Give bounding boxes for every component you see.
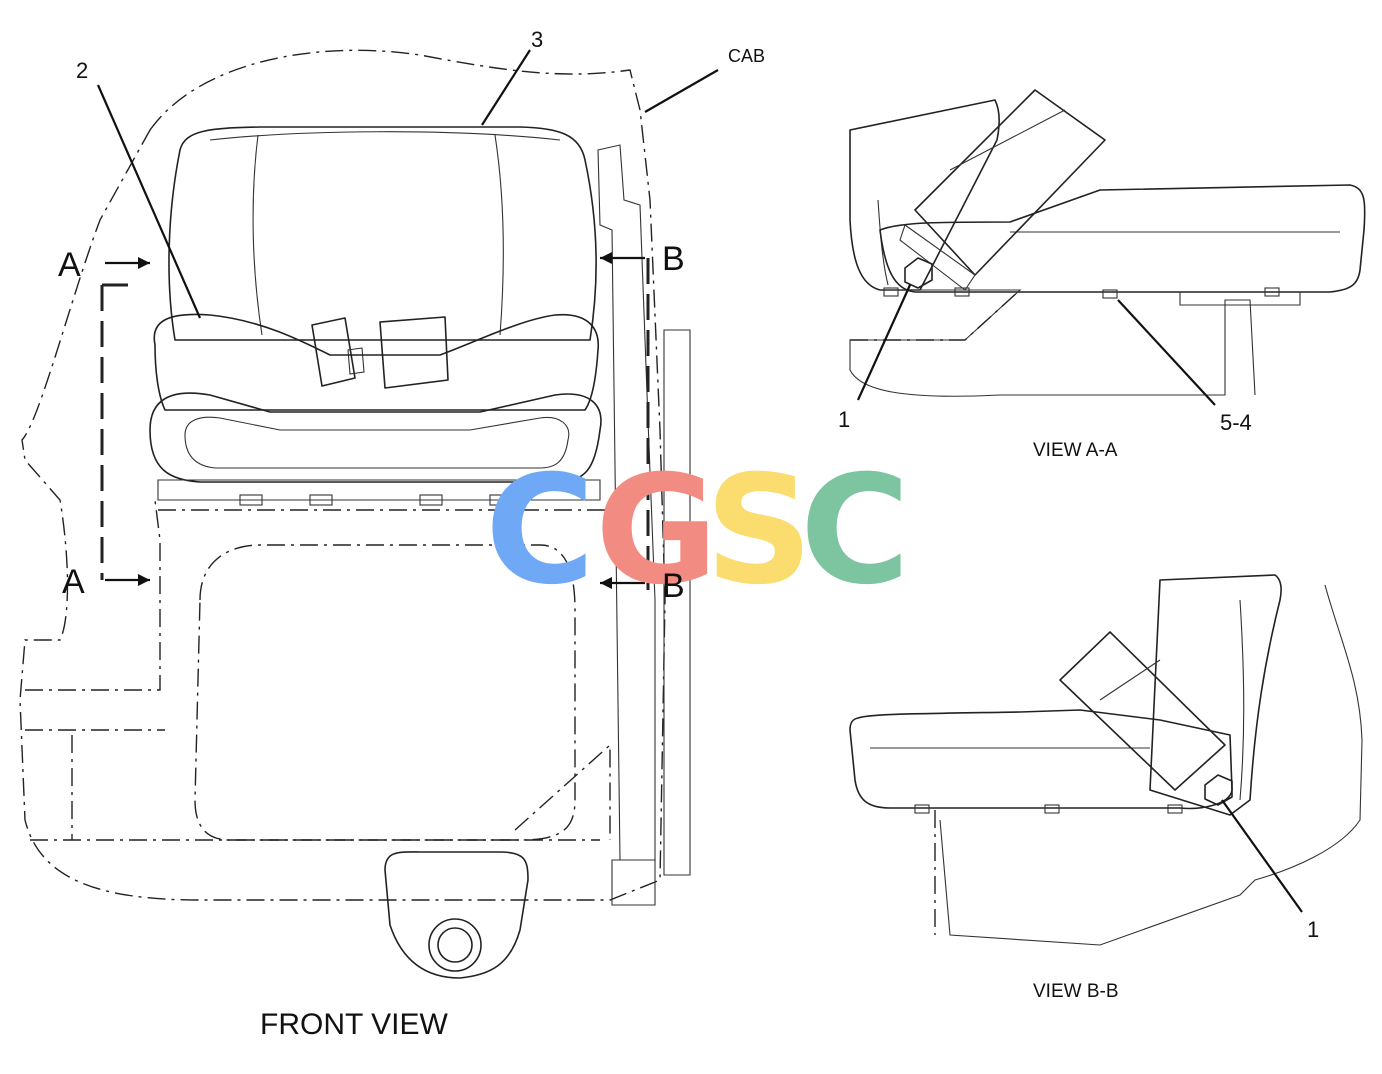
watermark-letter-1: C xyxy=(485,444,595,618)
watermark-letter-2: G xyxy=(595,444,718,618)
seat-back-top-seam xyxy=(209,131,561,141)
bb-mount-bolts xyxy=(914,804,1183,814)
cab-panel-strip xyxy=(663,329,691,876)
leader-cab xyxy=(644,69,719,113)
callout-3: 3 xyxy=(531,27,543,52)
belt-latch xyxy=(347,347,365,375)
front-view-title: FRONT VIEW xyxy=(260,1008,448,1041)
cab-label: CAB xyxy=(728,46,765,66)
mount-bolts-front xyxy=(239,494,513,506)
aa-bolt-1 xyxy=(904,257,933,289)
bb-belt xyxy=(1059,631,1226,791)
platform-brace xyxy=(514,743,611,840)
aa-seat-cushion xyxy=(879,184,1366,293)
leader-2 xyxy=(96,84,202,319)
aa-mount-bolts xyxy=(883,287,1280,299)
aa-base xyxy=(849,289,1256,397)
cab-post xyxy=(597,144,656,861)
cab-bracket xyxy=(611,859,656,906)
belt-buckle-left xyxy=(311,317,356,387)
seat-cushion-front xyxy=(149,392,602,483)
leader-5-4 xyxy=(1117,299,1216,406)
bb-seat-cushion xyxy=(849,709,1233,810)
view-aa xyxy=(849,89,1366,406)
front-view xyxy=(19,49,719,979)
callout-1-view-aa: 1 xyxy=(838,407,850,432)
section-b-label-bottom: B xyxy=(662,567,685,605)
callout-5-4: 5-4 xyxy=(1220,410,1252,435)
seat-base xyxy=(157,479,601,501)
seat-cushion-top xyxy=(153,313,600,411)
seat-back-seam-left xyxy=(252,134,263,336)
cab-outline xyxy=(19,49,666,901)
view-bb-title: VIEW B-B xyxy=(1033,981,1119,1002)
hitch-ring-outer xyxy=(428,918,482,972)
hitch-ring-inner xyxy=(437,927,473,963)
watermark-letter-4: C xyxy=(800,444,910,618)
view-bb xyxy=(849,574,1363,946)
seat-back-seam-right xyxy=(494,134,504,336)
callout-2: 2 xyxy=(76,58,88,83)
hitch-plate xyxy=(384,851,529,979)
seat-back xyxy=(168,126,597,341)
section-a-label-bottom: A xyxy=(62,563,85,601)
bb-seat-back xyxy=(1149,574,1282,816)
section-b-label-top: B xyxy=(662,240,685,278)
callout-1-view-bb: 1 xyxy=(1307,917,1319,942)
platform-outline xyxy=(194,544,576,841)
leader-1-bb xyxy=(1221,799,1303,913)
seat-cushion-inner xyxy=(184,416,570,469)
belt-buckle-right xyxy=(379,316,449,389)
aa-belt xyxy=(914,89,1106,276)
leader-1-aa xyxy=(856,284,912,401)
leader-3 xyxy=(481,49,531,126)
frame-inner xyxy=(25,499,161,691)
bb-bolt-1 xyxy=(1204,774,1233,806)
section-a-label-top: A xyxy=(58,246,81,284)
bb-base xyxy=(939,584,1363,946)
watermark-letter-3: S xyxy=(705,444,813,618)
view-aa-title: VIEW A-A xyxy=(1033,440,1118,461)
watermark: C G S C xyxy=(485,444,910,618)
